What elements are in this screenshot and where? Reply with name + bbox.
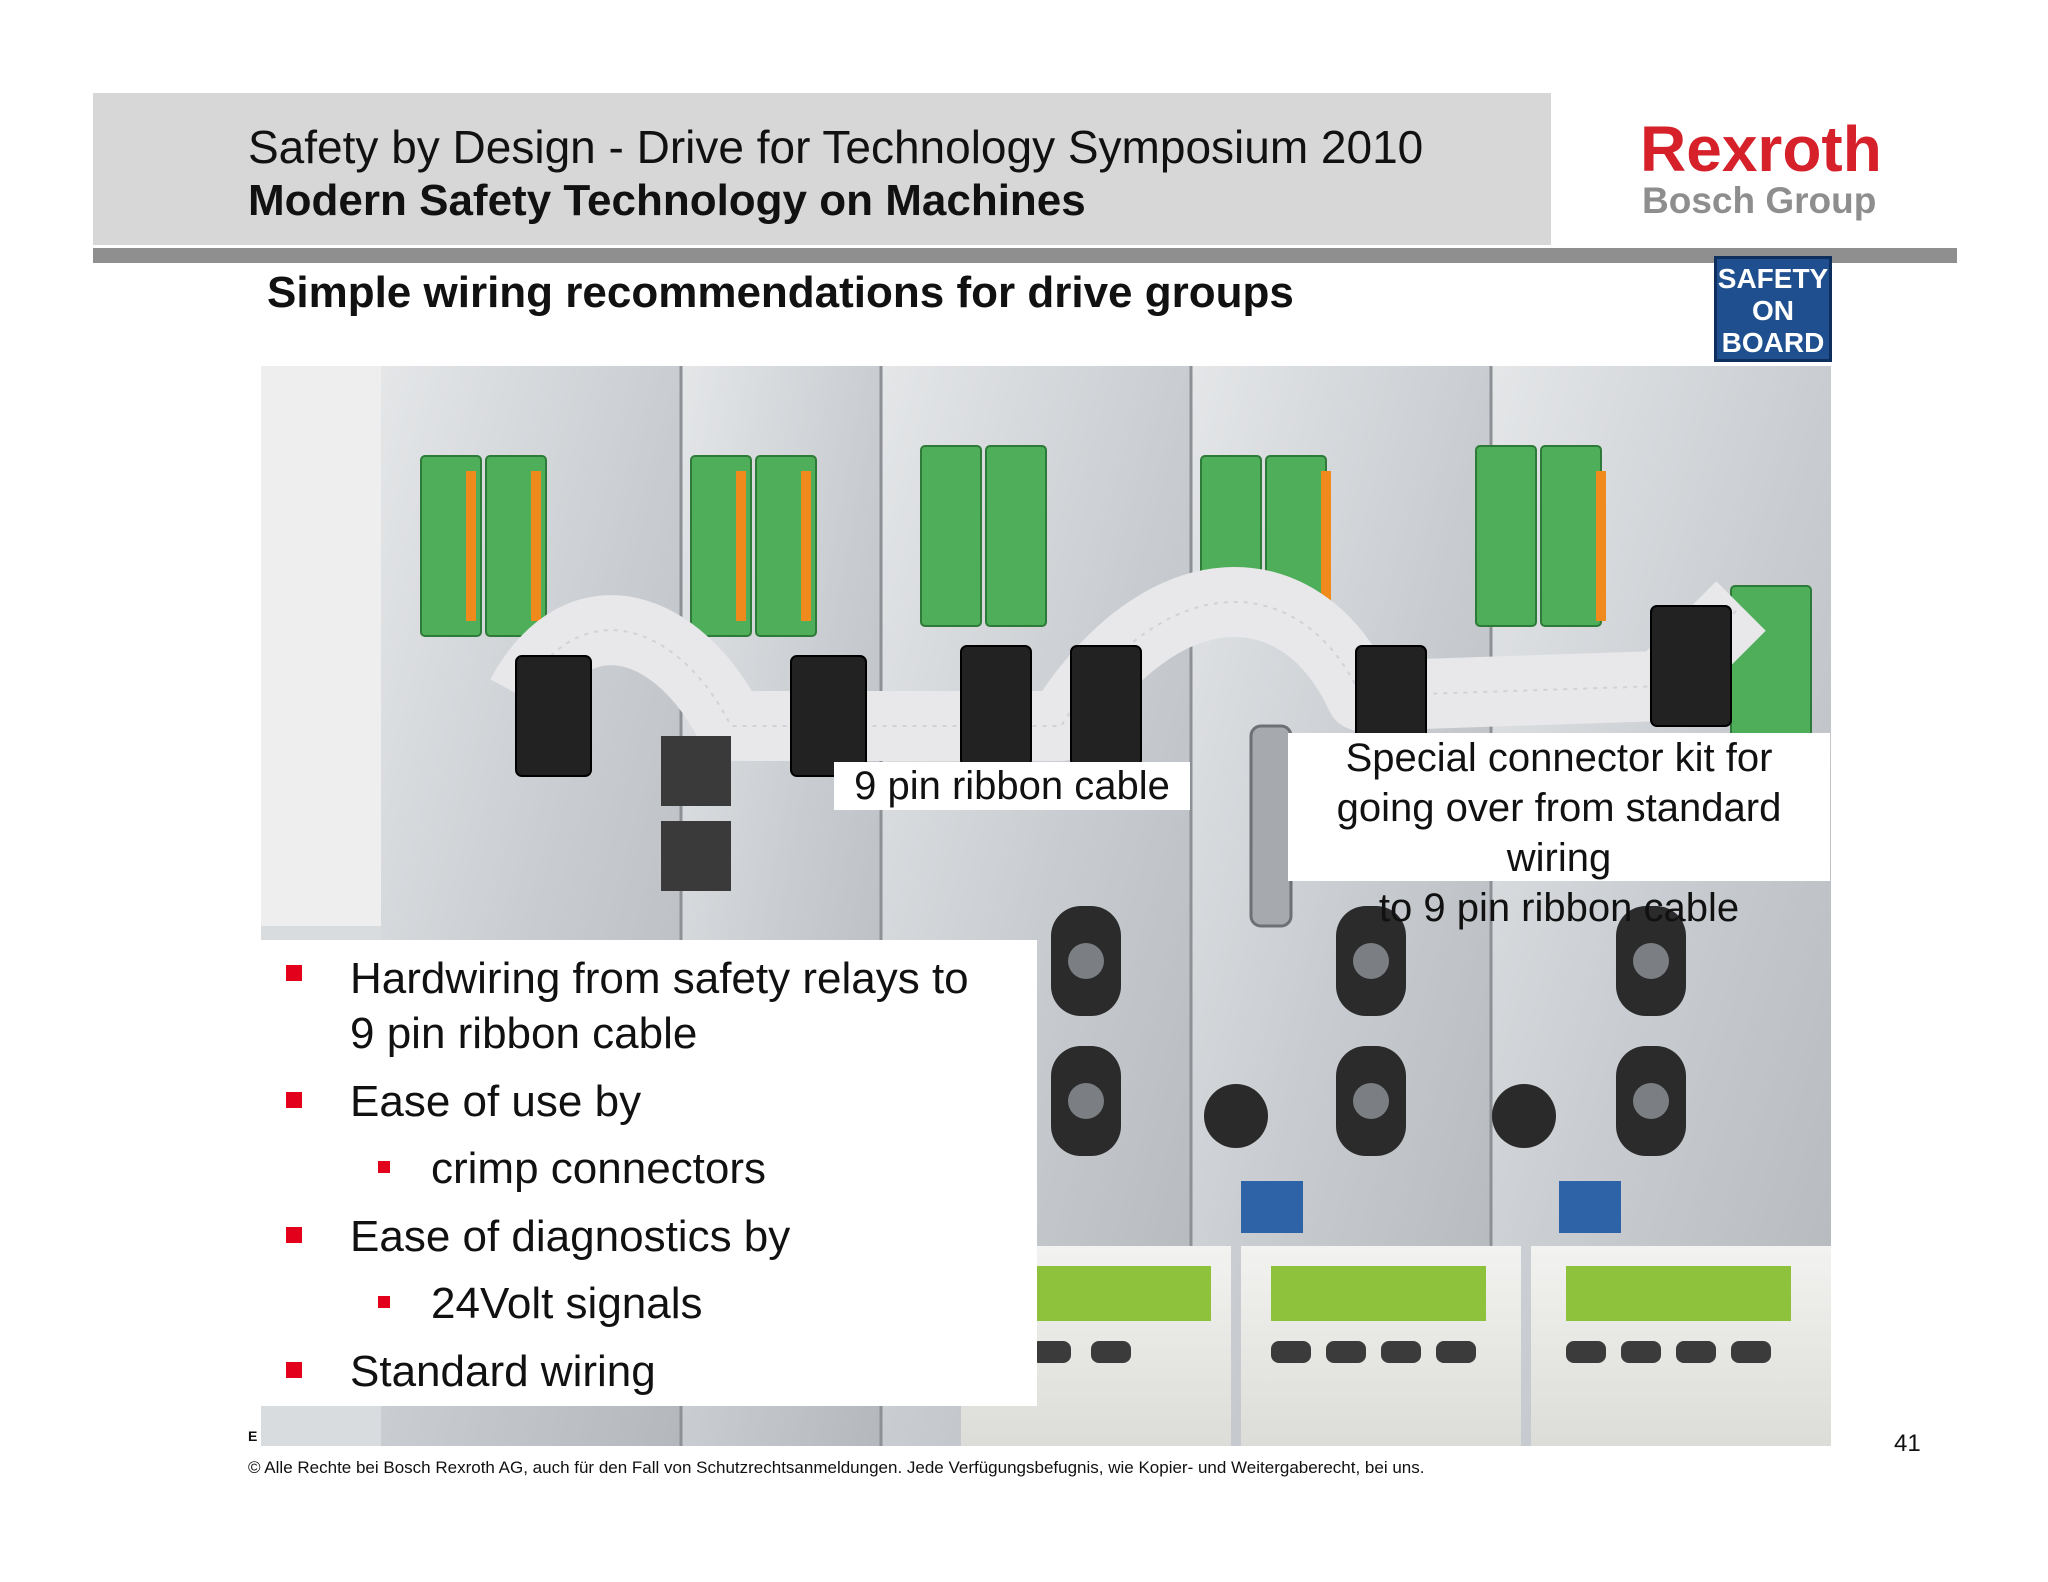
badge-line-1: SAFETY [1717,263,1829,294]
header-band [93,93,1551,245]
rexroth-logo: Rexroth [1640,113,1882,185]
kit-callout-line-3: to 9 pin ribbon cable [1378,886,1740,930]
bullet-marker [286,965,302,981]
bullet-ease-of-diagnostics: Ease of diagnostics by [350,1212,791,1261]
ribbon-cable-callout: 9 pin ribbon cable [834,762,1190,810]
kit-callout-line-1: Special connector kit for [1345,736,1773,780]
badge-line-2: ON [1752,295,1794,326]
kit-callout-line-2: going over from standard wiring [1336,786,1782,880]
bullet-hardwiring-line-2: 9 pin ribbon cable [350,1009,698,1058]
bullet-standard-wiring: Standard wiring [350,1347,656,1396]
bullet-ease-of-use: Ease of use by [350,1077,642,1126]
header-rule [93,248,1957,263]
bullet-marker [286,1362,302,1378]
sub-bullet-marker [378,1296,390,1308]
bullet-hardwiring-line-1: Hardwiring from safety relays to [350,954,969,1003]
page-number: 41 [1894,1430,1921,1457]
sub-bullet-marker [378,1161,390,1173]
safety-on-board-badge: SAFETY ON BOARD [1714,256,1832,362]
bullet-marker [286,1092,302,1108]
bosch-group-logo: Bosch Group [1642,180,1877,221]
sub-bullet-crimp-connectors: crimp connectors [431,1144,767,1193]
connector-kit-callout: Special connector kit for going over fro… [1288,733,1830,930]
slide-heading: Simple wiring recommendations for drive … [267,268,1294,317]
sub-bullet-24volt-signals: 24Volt signals [431,1279,703,1328]
badge-line-3: BOARD [1721,327,1825,358]
presentation-title: Safety by Design - Drive for Technology … [248,121,1424,173]
presentation-subtitle: Modern Safety Technology on Machines [248,176,1086,225]
copyright-notice: © Alle Rechte bei Bosch Rexroth AG, auch… [248,1458,1425,1477]
bullet-list [261,940,1037,1406]
footer-marker: E [248,1428,258,1444]
bullet-marker [286,1227,302,1243]
